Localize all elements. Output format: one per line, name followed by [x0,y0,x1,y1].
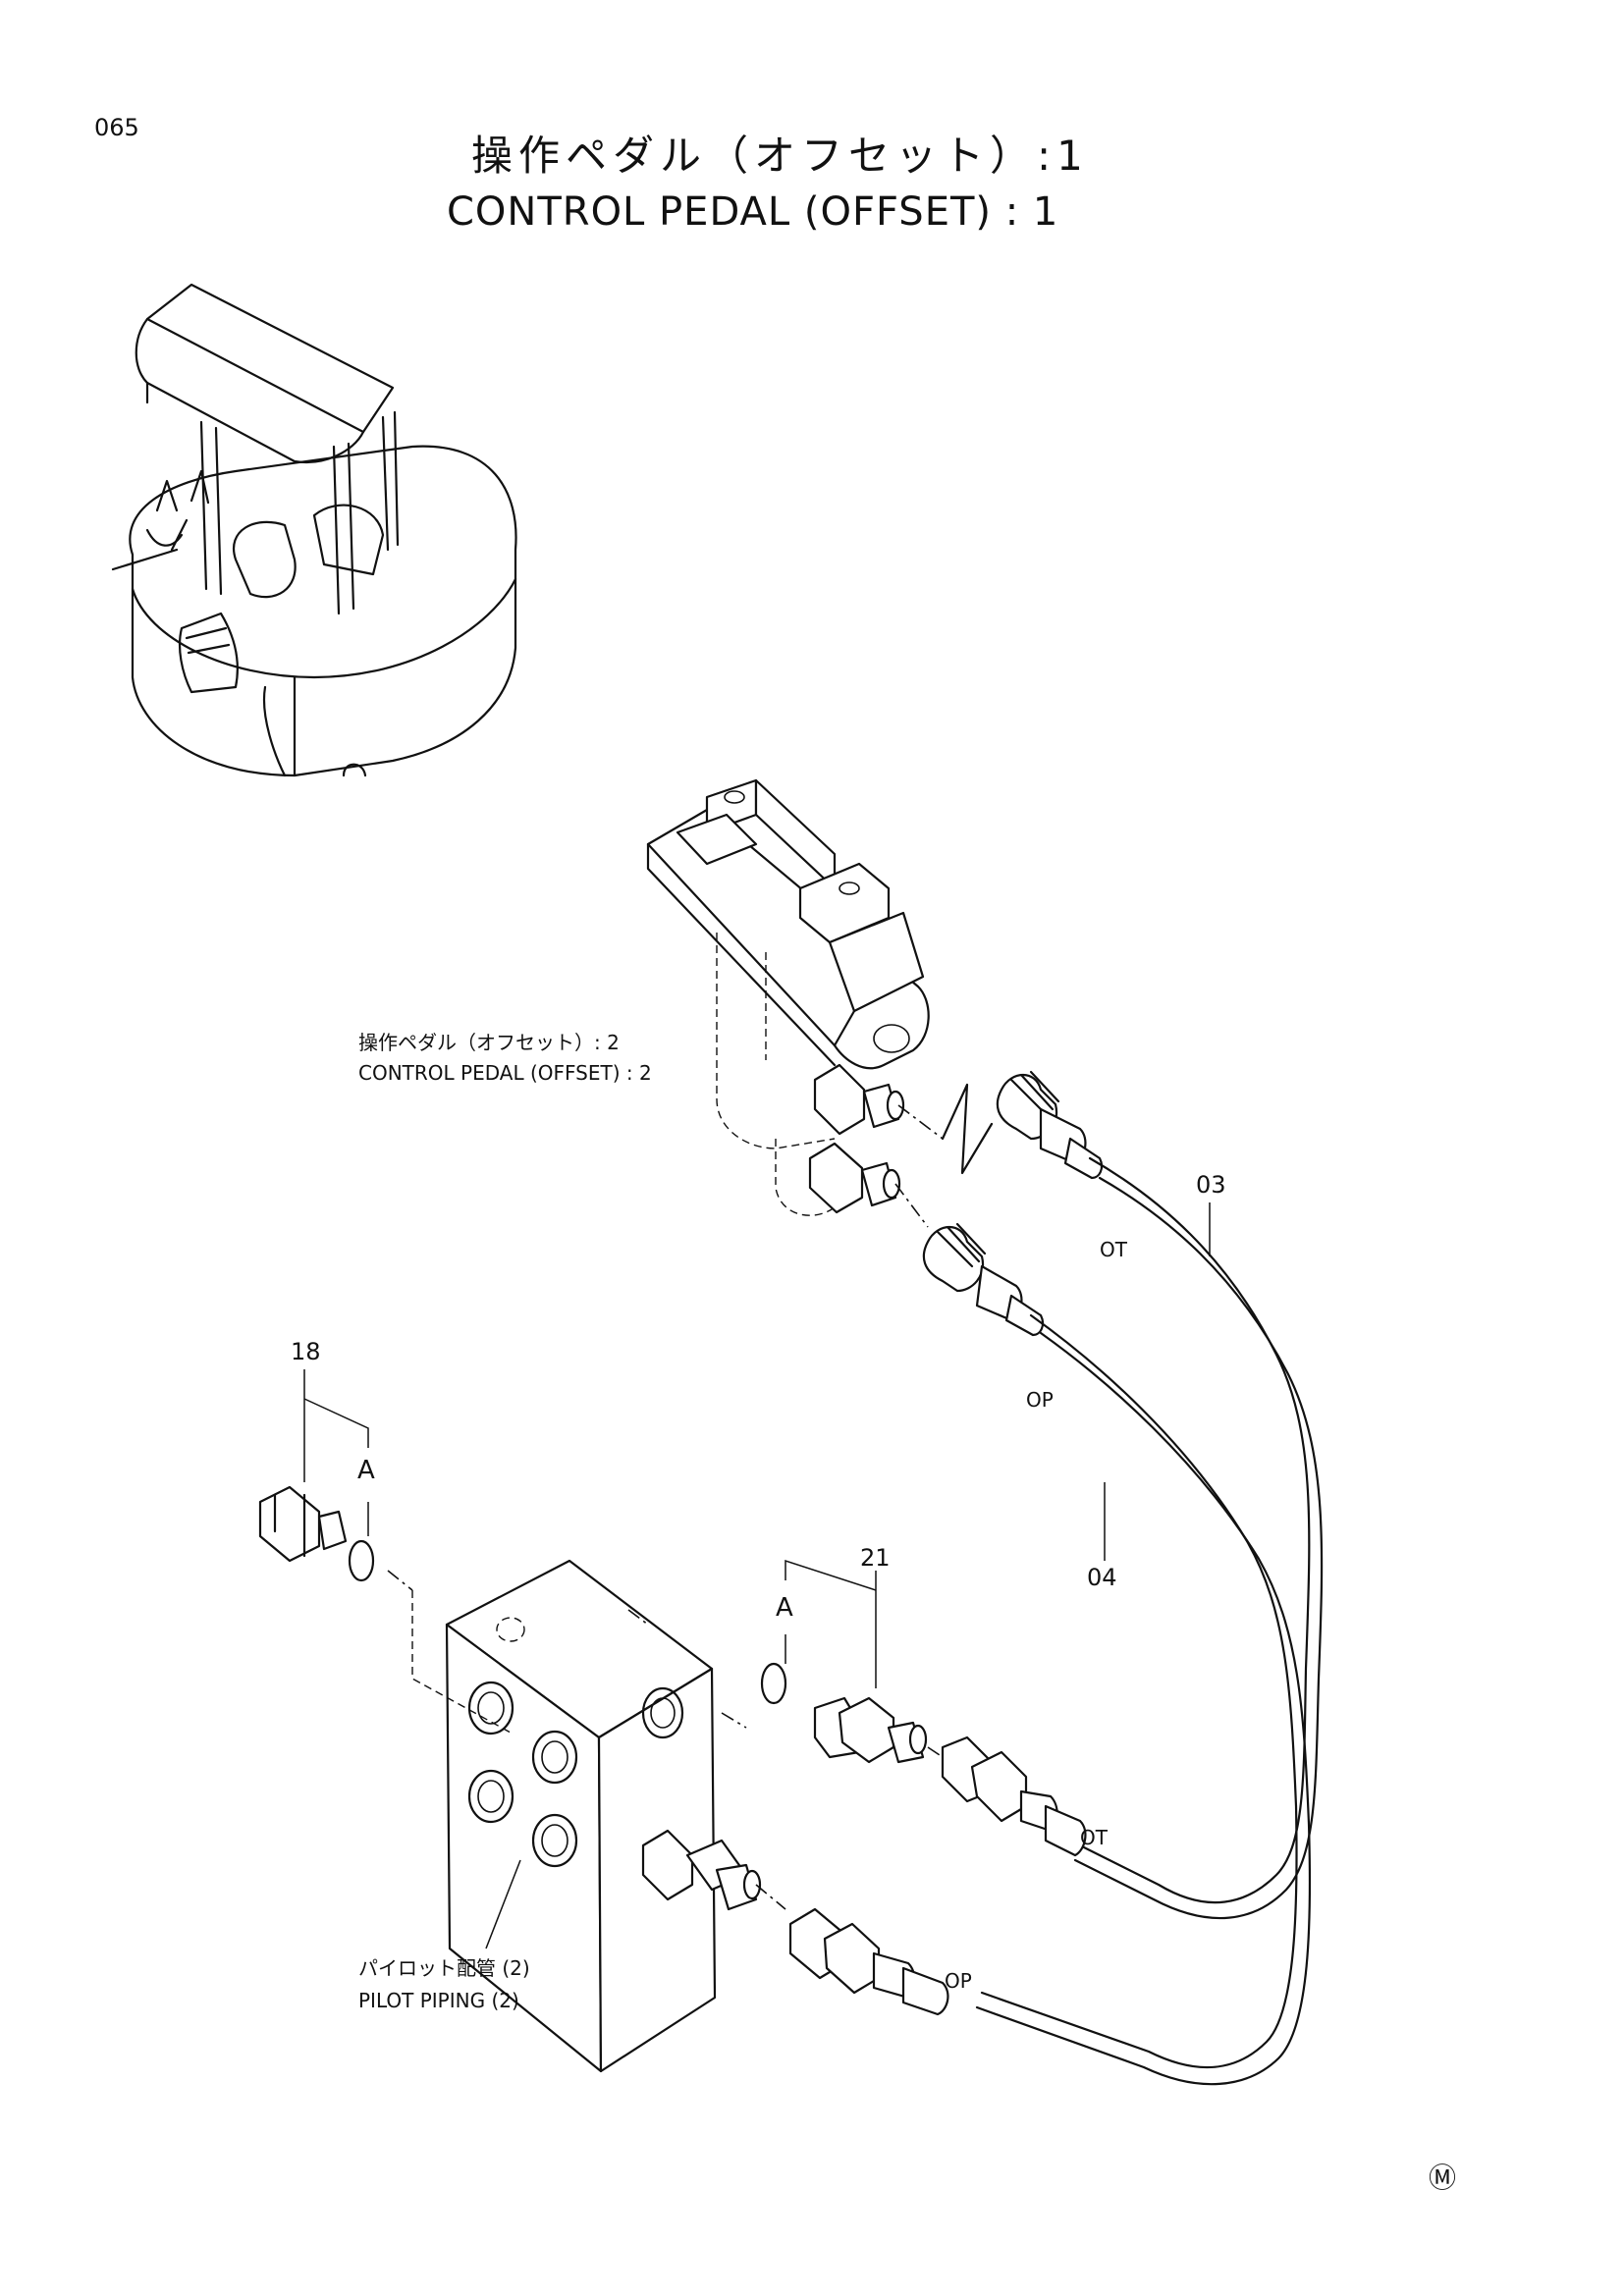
page-title-en: CONTROL PEDAL (OFFSET) : 1 [447,189,1059,235]
piping-ref-label-ja: パイロット配管 (2) [358,1956,530,1980]
part-number-21: 21 [860,1544,891,1572]
hose-03 [943,1072,1322,1918]
excavator-overview-illustration [113,285,516,775]
part-number-04: 04 [1087,1564,1117,1591]
page-number: 065 [94,114,139,141]
part-number-03: 03 [1196,1171,1226,1199]
m-mark-icon: Ⓜ [1429,2162,1457,2194]
port-label-op-upper: OP [1026,1388,1054,1412]
pedal-ref-label-ja: 操作ペダル（オフセット）: 2 [358,1031,620,1054]
part-number-18: 18 [291,1338,321,1365]
piping-ref-label-en: PILOT PIPING (2) [358,1989,519,2012]
plug-18 [260,1487,346,1561]
port-label-ot-upper: OT [1100,1238,1127,1261]
o-ring [350,1541,785,1703]
adapter-21 [722,1698,943,1762]
valve-block [412,1561,785,2071]
pedal-ref-label-en: CONTROL PEDAL (OFFSET) : 2 [358,1061,652,1085]
pedal-assembly [648,780,992,1227]
port-label-op-lower: OP [945,1969,972,1993]
ref-letter-a-left: A [357,1456,375,1485]
leader-lines [304,1202,1210,1949]
ref-letter-a-right: A [776,1593,793,1623]
page-title-ja: 操作ペダル（オフセット）:1 [471,132,1089,180]
hose-04 [790,1224,1310,2084]
port-label-ot-lower: OT [1080,1826,1108,1849]
